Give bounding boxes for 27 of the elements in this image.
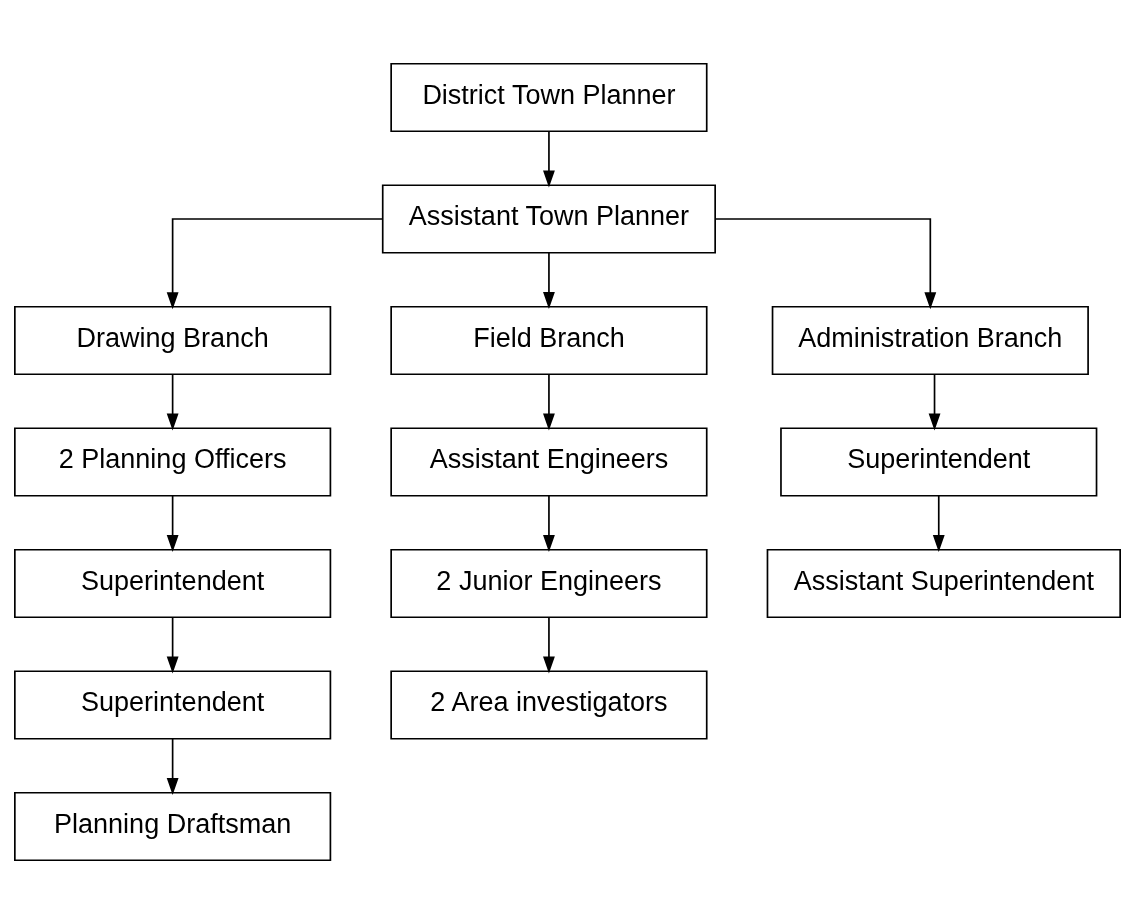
node-box: 2 Area investigators [390, 669, 708, 740]
arrow [166, 373, 179, 430]
arrow [928, 373, 941, 430]
arrow [714, 217, 937, 309]
node-box: Assistant Superintendent [766, 548, 1121, 618]
arrow [543, 130, 555, 187]
node-box: Superintendent [14, 669, 332, 740]
node-box: 2 Junior Engineers [390, 548, 708, 618]
arrow [166, 494, 179, 552]
node-box: Superintendent [780, 426, 1098, 497]
arrow [543, 251, 555, 309]
arrow [166, 737, 179, 795]
node-box: District Town Planner [390, 62, 708, 132]
node-box: Superintendent [14, 548, 332, 618]
node-box: Assistant Engineers [390, 426, 708, 497]
arrow [543, 373, 555, 430]
arrow [543, 616, 555, 673]
node-box: Field Branch [390, 305, 708, 375]
arrow [166, 217, 384, 309]
arrow [932, 494, 945, 552]
node-box: Administration Branch [771, 305, 1089, 375]
arrow [166, 616, 179, 673]
arrow [543, 494, 555, 552]
node-box: Planning Draftsman [14, 791, 332, 861]
node-box: Assistant Town Planner [381, 183, 716, 254]
node-box: Drawing Branch [14, 305, 332, 375]
node-box: 2 Planning Officers [14, 426, 332, 497]
